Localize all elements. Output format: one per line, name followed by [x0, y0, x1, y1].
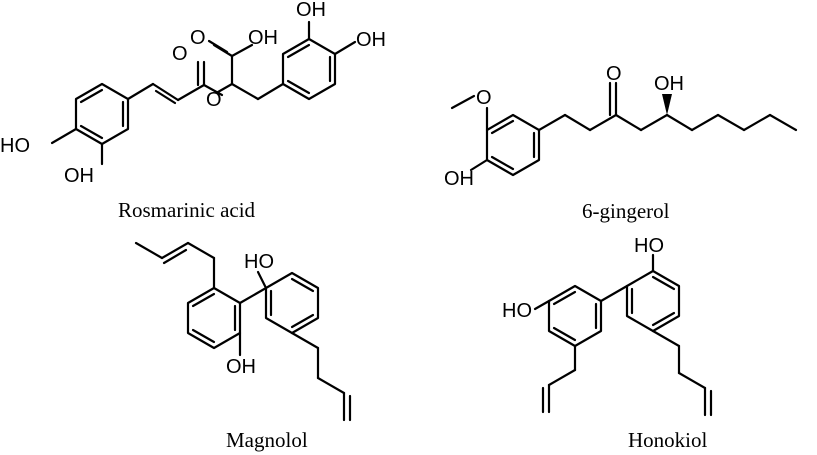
phenol-label: OH: [444, 168, 474, 190]
gingerol-caption: 6-gingerol: [582, 199, 670, 223]
honokiol-caption: Honokiol: [628, 428, 708, 452]
phenol-top-right-label: OH: [356, 29, 386, 51]
ketone-oxygen-label: O: [606, 63, 622, 85]
magnolol-structure: HO OH: [134, 241, 352, 422]
phenol-bottom-left-label: HO: [0, 135, 30, 157]
carboxylic-acid-label: OH: [248, 27, 278, 49]
magnolol-caption: Magnolol: [226, 428, 308, 452]
carbonyl-oxygen-label: O: [190, 27, 206, 49]
honokiol-structure: HO HO: [502, 235, 713, 417]
rosmarinic-acid-structure: O OH O O OH OH HO OH: [0, 0, 386, 187]
phenol-top-label: HO: [244, 251, 274, 273]
phenol-bottom-right-label: OH: [64, 165, 94, 187]
rosmarinic-acid-caption: Rosmarinic acid: [118, 198, 256, 222]
phenol-bottom-label: OH: [226, 356, 256, 378]
gingerol-structure: O O OH OH: [444, 63, 798, 190]
phenol-top-label: HO: [634, 235, 664, 257]
phenol-left-label: HO: [502, 300, 532, 322]
phenol-top-left-label: OH: [296, 0, 326, 21]
methoxy-oxygen-label: O: [476, 87, 492, 109]
ester-carbonyl-oxygen-label: O: [172, 43, 188, 65]
hydroxyl-label: OH: [654, 73, 684, 95]
ester-oxygen-label: O: [206, 89, 222, 111]
